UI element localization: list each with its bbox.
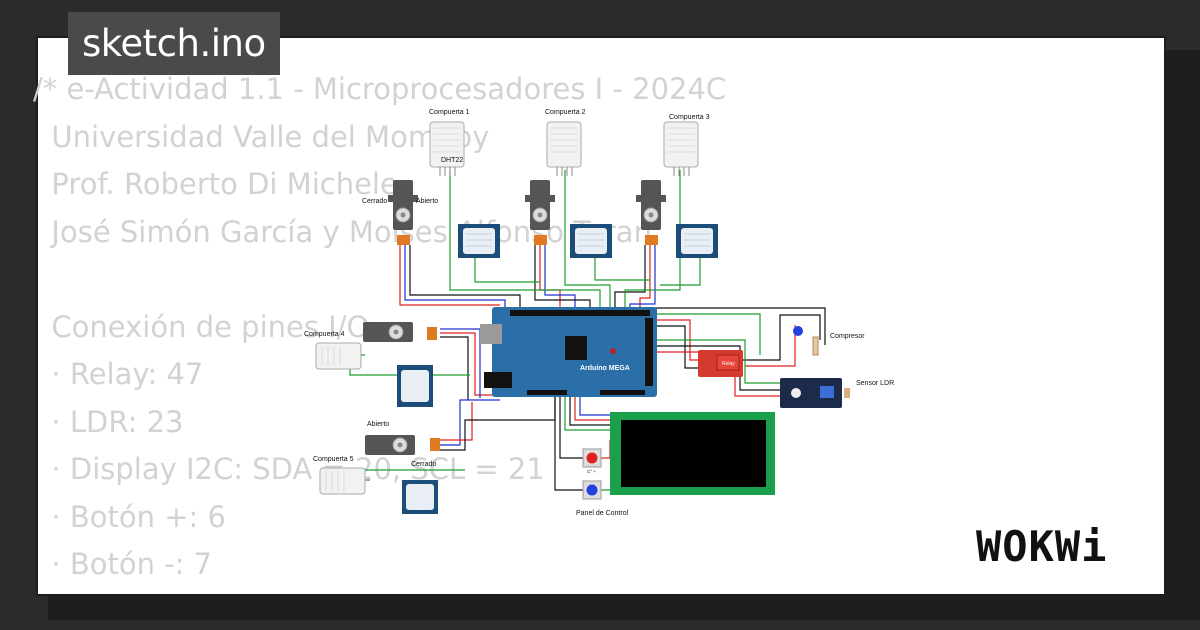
relay-module[interactable]: Relay [698, 350, 743, 377]
code-line: Conexión de pines I/O: [33, 309, 379, 344]
dht-sensor-2[interactable] [546, 121, 582, 176]
dht-label: DHT22 [441, 157, 463, 164]
pir-sensor-2[interactable] [570, 224, 612, 258]
dht-sensor-4[interactable] [315, 342, 362, 370]
code-line: · Botón +: 6 [33, 499, 226, 534]
arduino-label: Arduino MEGA [580, 365, 630, 372]
compressor-led [793, 326, 819, 356]
pir-sensor-5[interactable] [402, 480, 438, 514]
dht-sensor-3[interactable] [663, 121, 699, 176]
pir-sensor-1[interactable] [458, 224, 500, 258]
ldr-sensor-module[interactable] [780, 378, 850, 408]
pir-sensor-3[interactable] [676, 224, 718, 258]
code-line: · Relay: 47 [33, 357, 204, 391]
servo-4[interactable] [363, 322, 437, 342]
code-line: · LDR: 23 [33, 404, 184, 439]
arduino-mega-board[interactable]: Arduino MEGA [480, 307, 657, 397]
code-line: /* e-Actividad 1.1 - Microprocesadores I… [33, 72, 727, 106]
control-panel-label: Panel de Control [576, 510, 629, 517]
button-minus[interactable] [582, 480, 602, 500]
wokwi-logo: WOKWi [976, 522, 1108, 571]
gate3-label: Compuerta 3 [669, 114, 710, 121]
button-plus-label: C° + [587, 469, 596, 474]
pir-sensor-4[interactable] [397, 365, 433, 407]
gate2-label: Compuerta 2 [545, 109, 586, 116]
servo-2[interactable] [525, 180, 555, 245]
dht-sensor-1[interactable]: DHT22 [429, 121, 465, 176]
closed-top-label: Cerrado [362, 198, 387, 205]
file-tab-sketch[interactable]: sketch.ino [68, 12, 280, 75]
code-line: Prof. Roberto Di Michele [33, 167, 398, 201]
code-line: Universidad Valle del Momboy [33, 119, 490, 154]
gate1-label: Compuerta 1 [429, 109, 470, 116]
open-top-label: Abierto [416, 198, 438, 205]
gate5-label: Compuerta 5 [313, 456, 354, 463]
code-line: · Botón -: 7 [33, 547, 213, 581]
button-plus[interactable]: C° + [582, 448, 602, 474]
servo-5[interactable] [365, 435, 440, 455]
compressor-label: Compresor [830, 333, 865, 340]
closed-bottom-label: Cerrado [411, 461, 436, 468]
code-editor: /* e-Actividad 1.1 - Microprocesadores I… [33, 66, 726, 589]
gate4-label: Compuerta 4 [304, 331, 345, 338]
open-bottom-label: Abierto [367, 421, 389, 428]
lcd-display[interactable] [610, 412, 775, 495]
servo-1[interactable] [388, 180, 418, 245]
dht-sensor-5[interactable] [319, 467, 366, 495]
ldr-label: Sensor LDR [856, 380, 894, 387]
relay-label: Relay [722, 361, 735, 367]
servo-3[interactable] [636, 180, 666, 245]
